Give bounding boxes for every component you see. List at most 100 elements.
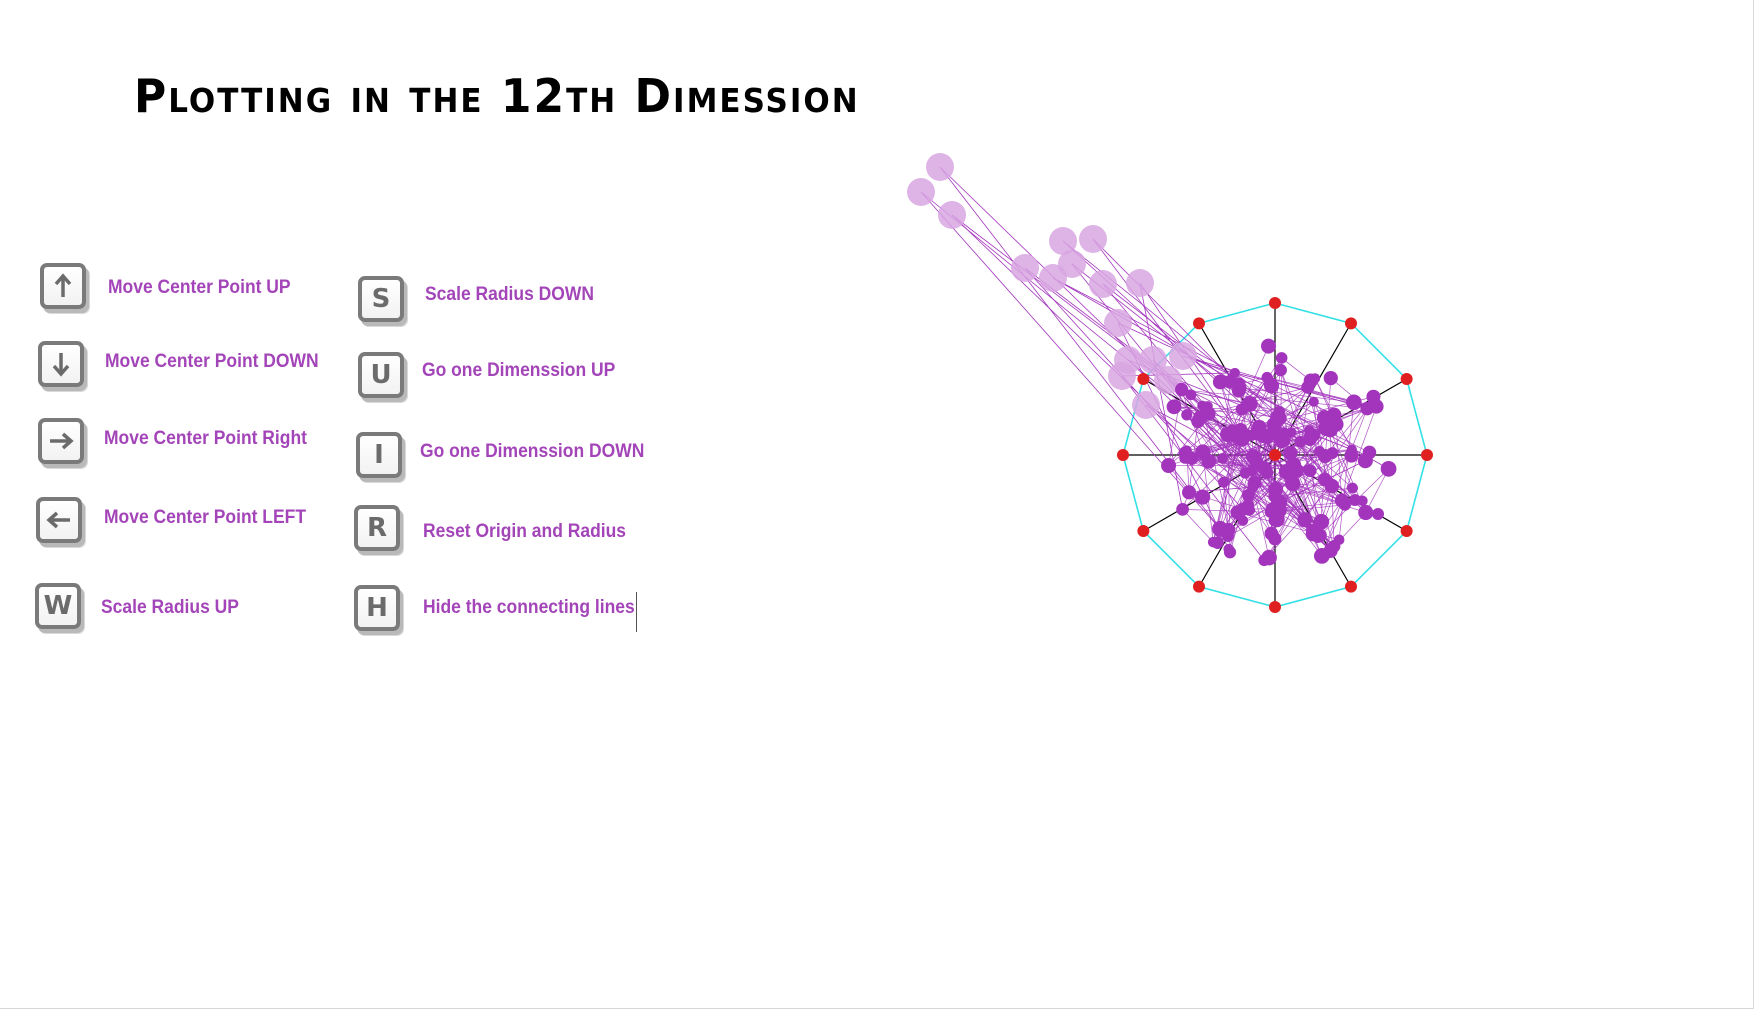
- data-point: [1261, 371, 1273, 384]
- connecting-line: [1202, 386, 1308, 453]
- data-point: [1185, 389, 1197, 401]
- key-r[interactable]: R: [354, 505, 400, 551]
- connecting-line: [1181, 389, 1368, 409]
- data-point: [1260, 466, 1274, 480]
- key-down-arrow[interactable]: [38, 341, 84, 387]
- data-point-faded: [1104, 309, 1132, 337]
- data-point-faded: [1108, 362, 1136, 390]
- data-point-faded: [1132, 391, 1160, 419]
- key-right-arrow[interactable]: [38, 418, 84, 464]
- data-point: [1245, 449, 1262, 465]
- data-point: [1308, 396, 1319, 407]
- dimension-vertex: [1421, 449, 1433, 461]
- data-point-faded: [1058, 250, 1086, 278]
- data-point-faded: [1011, 254, 1039, 282]
- connecting-line: [1182, 509, 1214, 543]
- data-point: [1194, 489, 1211, 505]
- dimension-vertex: [1117, 449, 1129, 461]
- dimension-vertex: [1193, 317, 1205, 330]
- data-point: [1254, 420, 1267, 433]
- data-point: [1323, 370, 1338, 386]
- canvas-border-right: [1753, 0, 1754, 1008]
- data-point: [1229, 367, 1240, 378]
- label-move-center-right: Move Center Point Right: [104, 428, 307, 449]
- key-h[interactable]: H: [354, 585, 400, 631]
- label-move-center-down: Move Center Point DOWN: [105, 351, 319, 372]
- label-move-center-left: Move Center Point LEFT: [104, 507, 307, 528]
- key-left-arrow[interactable]: [36, 497, 82, 543]
- dimension-vertex: [1137, 525, 1150, 537]
- data-point: [1333, 534, 1345, 546]
- connecting-line: [1117, 322, 1325, 419]
- data-point: [1247, 481, 1259, 493]
- data-point: [1182, 485, 1197, 500]
- connecting-line: [1321, 406, 1377, 557]
- data-point: [1297, 512, 1313, 528]
- key-i[interactable]: I: [356, 432, 402, 478]
- arrow-right-icon: [50, 432, 74, 450]
- data-point: [1259, 428, 1275, 444]
- connecting-line: [951, 214, 1210, 462]
- data-point-faded: [907, 178, 935, 206]
- key-s[interactable]: S: [358, 276, 404, 322]
- key-w[interactable]: W: [35, 583, 81, 629]
- data-point: [1275, 352, 1288, 364]
- data-point-faded: [1079, 225, 1107, 253]
- data-point: [1369, 399, 1384, 414]
- label-move-center-up: Move Center Point UP: [108, 277, 291, 298]
- data-point-faded: [926, 153, 954, 181]
- data-point: [1175, 383, 1189, 397]
- key-up-arrow[interactable]: [40, 263, 86, 309]
- data-point: [1346, 394, 1362, 411]
- connecting-line: [1240, 387, 1370, 453]
- label-dimension-down: Go one Dimenssion DOWN: [420, 441, 645, 462]
- canvas-border-bottom: [0, 1008, 1754, 1009]
- label-dimension-up: Go one Dimenssion UP: [422, 360, 616, 381]
- label-scale-radius-down: Scale Radius DOWN: [425, 284, 595, 305]
- data-point: [1176, 503, 1189, 516]
- data-point: [1349, 494, 1361, 506]
- arrow-down-icon: [52, 353, 70, 377]
- data-point: [1235, 403, 1248, 416]
- dimension-vertex: [1400, 525, 1413, 537]
- data-point: [1283, 445, 1298, 461]
- data-point: [1166, 399, 1182, 415]
- data-point: [1242, 499, 1254, 511]
- data-point: [1268, 532, 1282, 546]
- data-point-faded: [1089, 270, 1117, 298]
- page-title: Plotting in the 12th Dimession: [134, 70, 860, 124]
- data-point: [1211, 536, 1224, 549]
- connecting-line: [1024, 267, 1244, 510]
- connecting-line: [1182, 355, 1272, 387]
- data-point: [1309, 373, 1321, 384]
- data-point: [1218, 476, 1230, 488]
- dimension-vertex: [1345, 317, 1357, 330]
- data-point: [1316, 410, 1333, 426]
- connecting-line: [1263, 485, 1333, 561]
- connecting-line: [1280, 369, 1326, 480]
- connecting-line: [1240, 387, 1354, 403]
- label-scale-radius-up: Scale Radius UP: [101, 597, 239, 618]
- data-point: [1237, 515, 1249, 526]
- connecting-line: [1145, 404, 1258, 465]
- data-point: [1234, 422, 1248, 437]
- data-point: [1304, 424, 1315, 436]
- connecting-line: [1338, 402, 1355, 540]
- connecting-line: [920, 191, 1268, 474]
- data-point: [1317, 448, 1333, 464]
- data-point-faded: [1126, 269, 1154, 297]
- data-point: [1324, 478, 1340, 494]
- connecting-line: [1052, 277, 1236, 374]
- key-u[interactable]: U: [358, 352, 404, 398]
- data-point: [1362, 445, 1377, 460]
- center-point: [1269, 449, 1281, 461]
- connecting-line: [1181, 388, 1280, 412]
- connecting-line: [1220, 381, 1271, 513]
- dimension-vertex: [1400, 373, 1413, 385]
- arrow-up-icon: [54, 273, 72, 297]
- data-point: [1181, 445, 1192, 456]
- data-point: [1261, 549, 1277, 566]
- data-point: [1235, 382, 1247, 394]
